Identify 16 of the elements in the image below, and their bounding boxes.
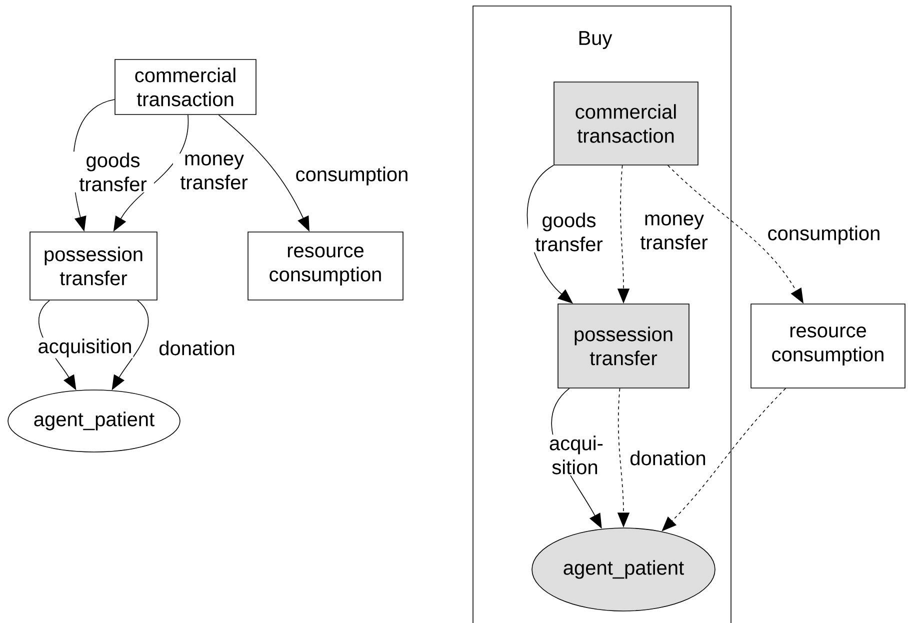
edge-label: money transfer xyxy=(633,214,715,250)
concept-box: possession transfer xyxy=(558,304,690,388)
edge-label: consumption xyxy=(294,166,410,186)
edge-label: acqui- sition xyxy=(548,434,603,476)
edge-label: consumption xyxy=(766,224,882,246)
concept-box: possession transfer xyxy=(30,232,158,300)
concept-box: commercial transaction xyxy=(114,59,256,115)
edge-label: goods transfer xyxy=(72,152,154,192)
edge-label: acquisition xyxy=(36,338,134,358)
edge-label: donation xyxy=(158,340,236,356)
concept-box: commercial transaction xyxy=(554,82,698,166)
edge-label: goods transfer xyxy=(528,212,610,252)
concept-box: resource consumption xyxy=(750,304,906,388)
edge-label: money transfer xyxy=(173,154,255,190)
edge-label: donation xyxy=(628,450,708,466)
concept-box: resource consumption xyxy=(248,232,404,300)
